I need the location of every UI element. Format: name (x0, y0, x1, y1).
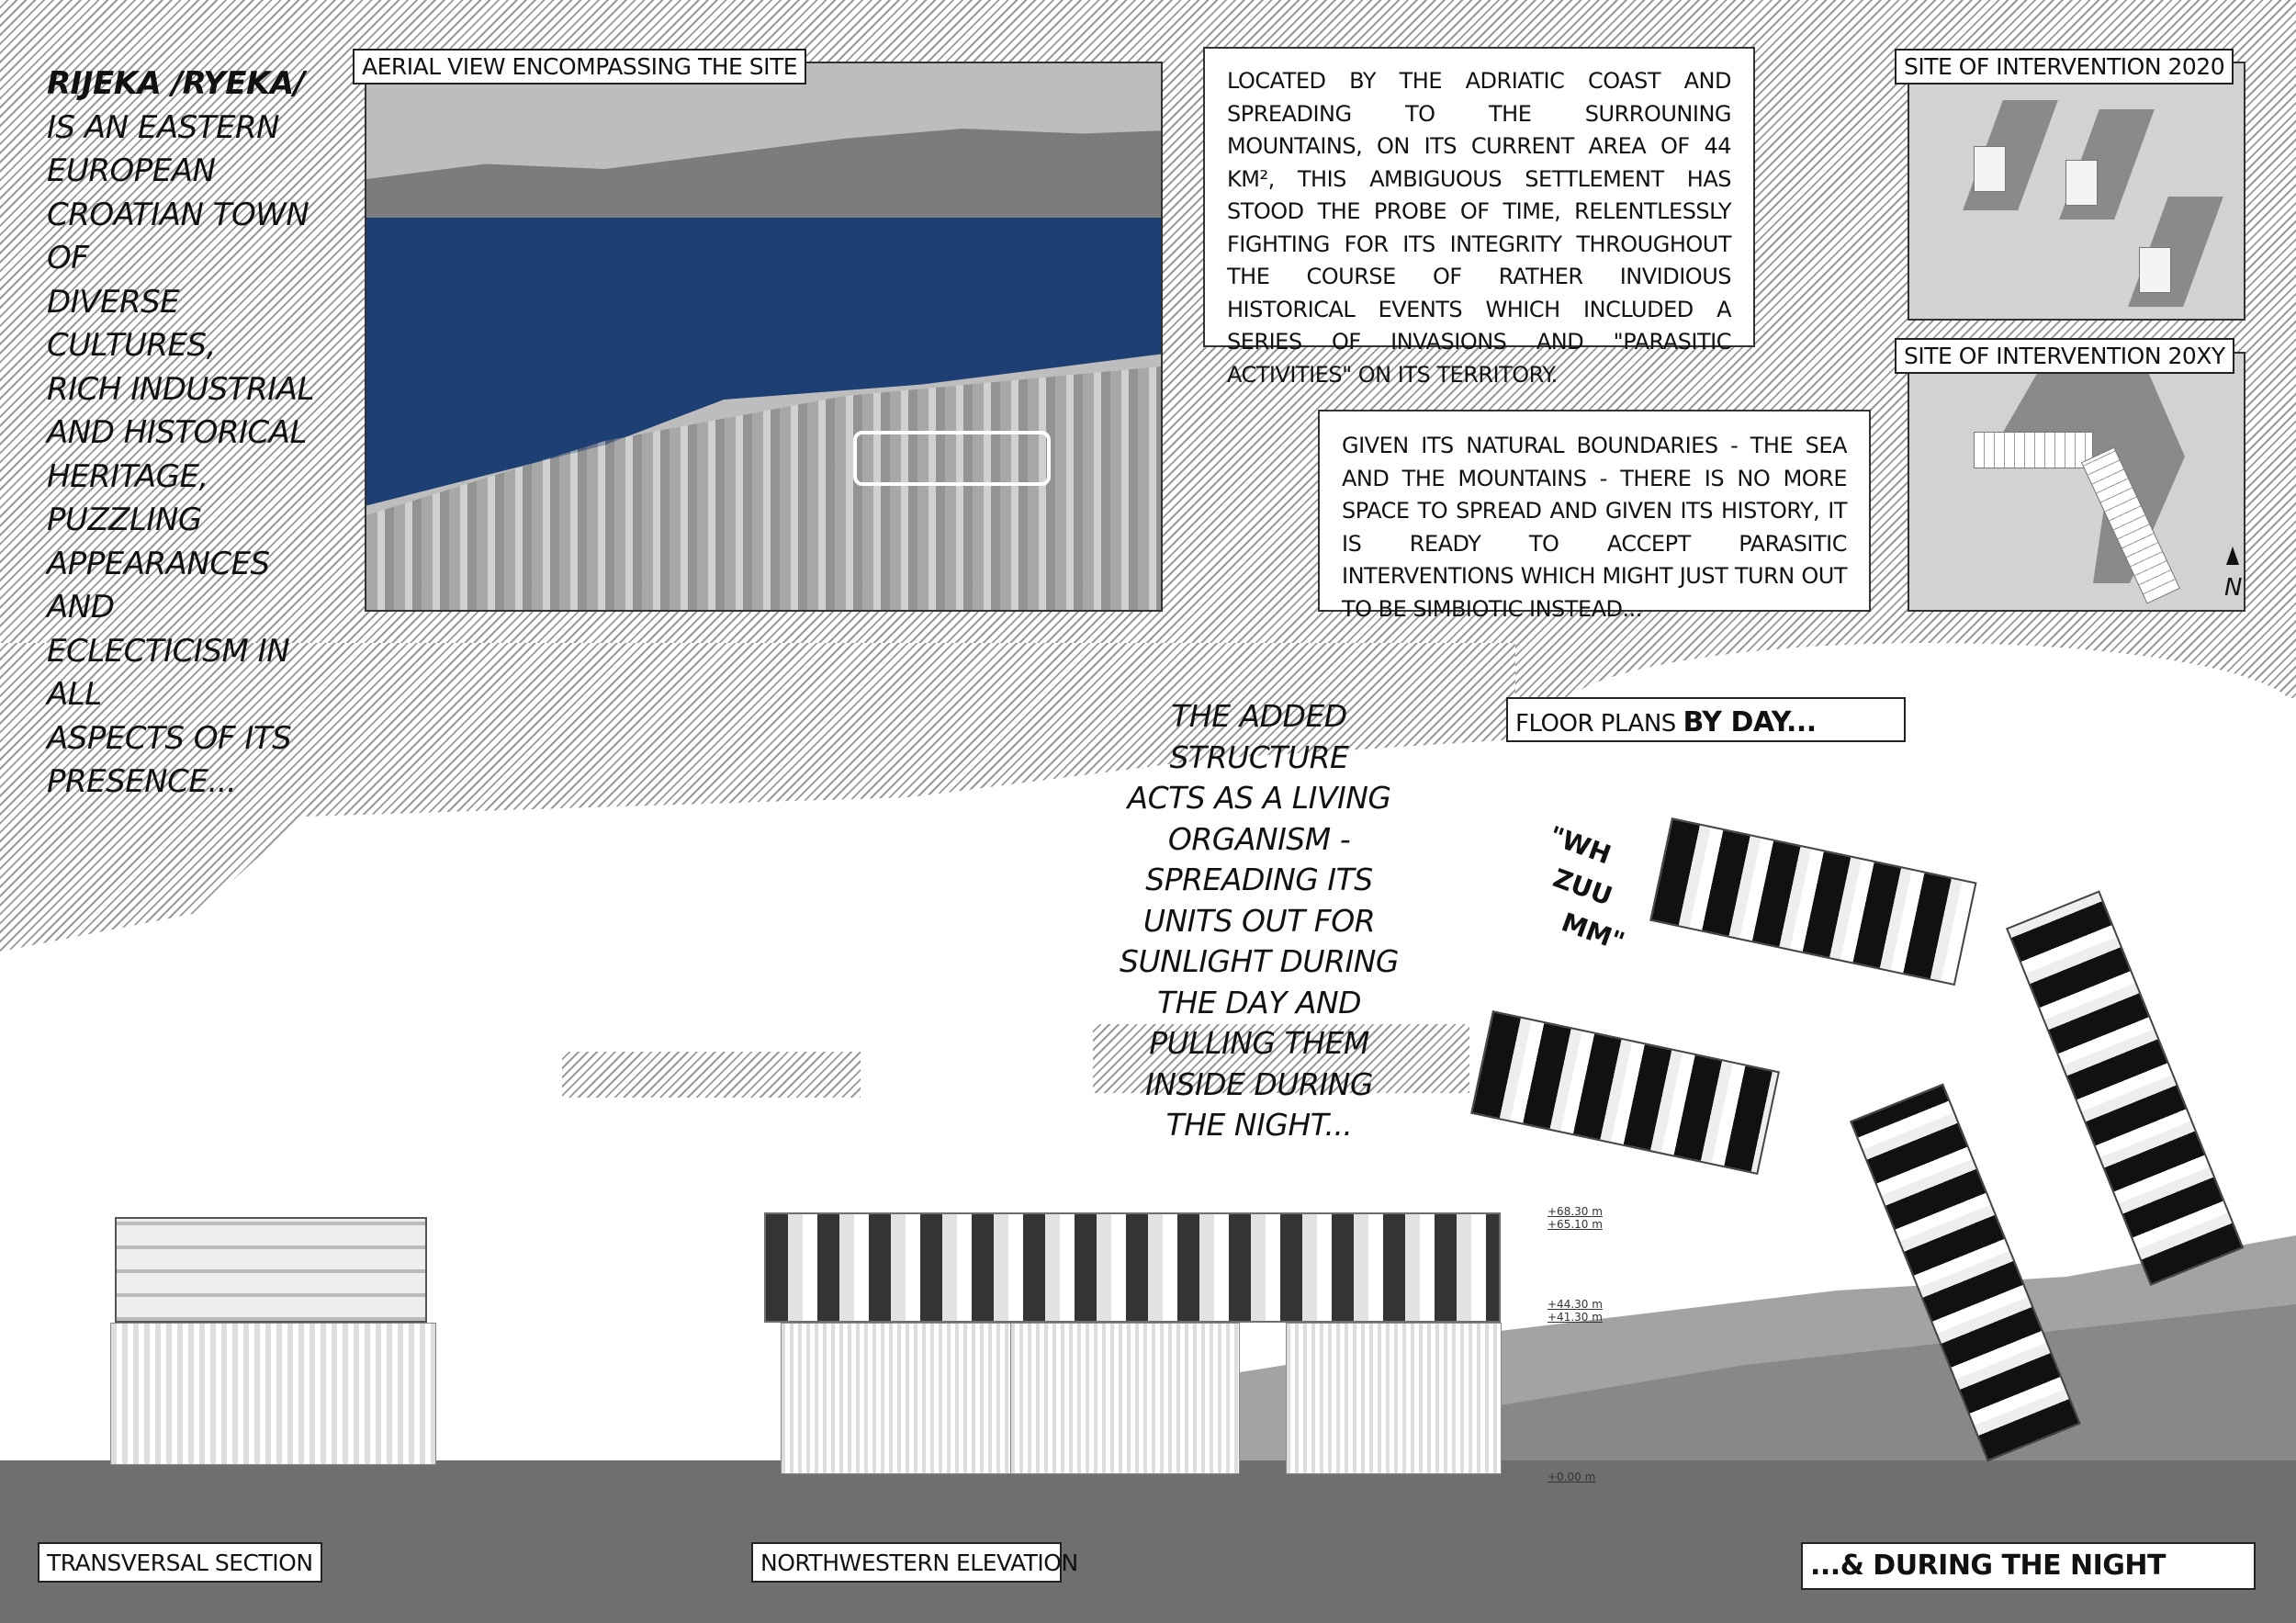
concept-line: SUNLIGHT DURING (1120, 943, 1399, 979)
aerial-image (365, 62, 1163, 612)
floor-plan-wing-upper-arm (2006, 890, 2245, 1287)
northwestern-elevation-label: NORTHWESTERN ELEVATION (751, 1542, 1078, 1583)
site-map-20xy: N (1908, 352, 2245, 612)
sound-effect: "WH ZUU MM" (1517, 817, 1656, 962)
building (2065, 160, 2098, 206)
north-label: N (2224, 574, 2243, 602)
site-2020-label: SITE OF INTERVENTION 2020 (1895, 49, 2234, 85)
concept-line: UNITS OUT FOR (1142, 902, 1376, 939)
intro-line: CROATIAN TOWN OF (47, 196, 310, 277)
level-label: +65.10 m (1548, 1218, 1603, 1231)
hatch-strip (1093, 1024, 1469, 1093)
level-label: +0.00 m (1548, 1471, 1596, 1483)
concept-line: SPREADING ITS (1145, 862, 1373, 897)
section-top-structure (115, 1217, 427, 1323)
intro-line: AND HISTORICAL (47, 414, 307, 451)
transversal-section-drawing (110, 1323, 436, 1465)
text-box-history: LOCATED BY THE ADRIATIC COAST AND SPREAD… (1203, 47, 1755, 388)
ground (0, 1460, 2296, 1623)
concept-line: ORGANISM - (1167, 820, 1351, 857)
cloud (303, 827, 1497, 1038)
building (1974, 146, 2006, 192)
elevation-tower (781, 1323, 1029, 1474)
elevation-top-structure (764, 1212, 1501, 1323)
concept-line: PULLING THEM (1149, 1025, 1369, 1061)
concept-line: THE DAY AND (1156, 984, 1362, 1020)
level-label: +44.30 m (1548, 1298, 1603, 1311)
elevation-tower (1010, 1323, 1240, 1474)
floor-plan-wing-upper (1649, 817, 1977, 986)
floor-plans-label: FLOOR PLANS BY DAY... (1506, 697, 1906, 742)
concept-line: ACTS AS A LIVING (1127, 780, 1391, 816)
floor-plans-prefix: FLOOR PLANS (1515, 710, 1683, 738)
concept-line: INSIDE DURING (1145, 1065, 1373, 1102)
mountains (366, 129, 1161, 220)
intro-line: APPEARANCES AND (47, 545, 270, 626)
transversal-section-label: TRANSVERSAL SECTION (38, 1542, 322, 1583)
intro-line: DIVERSE CULTURES, (47, 283, 216, 365)
concept-line: STRUCTURE (1169, 738, 1349, 775)
intro-line: EUROPEAN (47, 152, 216, 189)
level-label: +41.30 m (1548, 1311, 1603, 1324)
level-label: +68.30 m (1548, 1205, 1603, 1218)
text-box-boundaries: GIVEN ITS NATURAL BOUNDARIES - THE SEA A… (1318, 410, 1871, 622)
site-20xy-label: SITE OF INTERVENTION 20XY (1895, 338, 2234, 374)
intro-line: PRESENCE... (47, 763, 237, 800)
intro-line: HERITAGE, PUZZLING (47, 457, 208, 539)
north-arrow-icon (2226, 547, 2239, 565)
concept-line: THE NIGHT... (1165, 1107, 1353, 1143)
intro-line: ASPECTS OF ITS (47, 719, 292, 757)
floor-plans-emphasis: BY DAY... (1683, 706, 1818, 738)
concept-text: THE ADDED STRUCTURE ACTS AS A LIVING ORG… (1102, 696, 1416, 1146)
site-map-2020 (1908, 62, 2245, 321)
site-outline (853, 431, 1051, 486)
floor-plan-wing-lower (1470, 1010, 1781, 1176)
building (2139, 247, 2171, 293)
elevation-tower (1286, 1323, 1502, 1474)
night-label: ...& DURING THE NIGHT (1801, 1542, 2256, 1590)
hatch-strip (562, 1052, 861, 1098)
intro-line: RICH INDUSTRIAL (47, 370, 315, 408)
intro-line: IS AN EASTERN (47, 108, 280, 146)
concept-line: THE ADDED (1171, 698, 1347, 734)
intro-title: RIJEKA /RYEKA/ (47, 65, 305, 102)
aerial-label: AERIAL VIEW ENCOMPASSING THE SITE (353, 49, 807, 85)
intro-text: RIJEKA /RYEKA/ IS AN EASTERN EUROPEAN CR… (47, 62, 341, 805)
added-structure (1974, 432, 2093, 468)
intro-line: ECLECTICISM IN ALL (47, 632, 290, 714)
